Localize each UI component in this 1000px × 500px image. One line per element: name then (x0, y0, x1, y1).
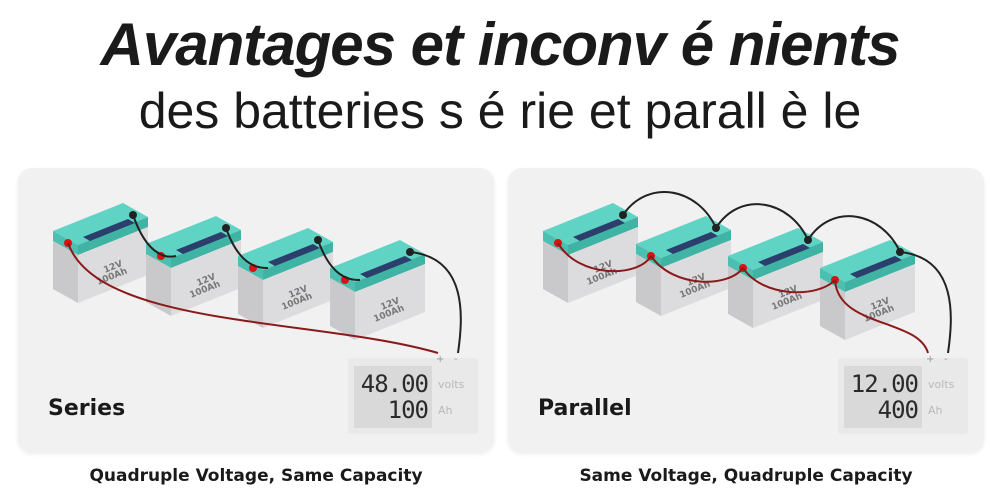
page-subtitle: des batteries s é rie et parall è le (138, 83, 862, 139)
meter-minus-terminal: - (944, 354, 948, 365)
meter-minus-terminal: - (454, 354, 458, 365)
meter-plus-terminal: + (926, 354, 935, 365)
parallel-label: Parallel (538, 396, 632, 421)
series-panel: 12V 100Ah + - 48.00 100 volts Ah Series (18, 168, 494, 452)
parallel-meter: + - 12.00 400 volts Ah (838, 354, 968, 434)
meter-voltage: 48.00 (360, 370, 429, 398)
series-caption: Quadruple Voltage, Same Capacity (89, 466, 423, 486)
series-battery-diagram: 12V 100Ah (53, 203, 462, 354)
voltage-unit: volts (928, 378, 955, 391)
capacity-unit: Ah (928, 404, 943, 417)
capacity-unit: Ah (438, 404, 453, 417)
parallel-panel: + - 12.00 400 volts Ah Parallel (508, 168, 984, 452)
meter-capacity: 100 (387, 396, 429, 424)
meter-display: 48.00 100 (354, 366, 432, 428)
parallel-battery-diagram (543, 191, 952, 354)
voltage-unit: volts (438, 378, 465, 391)
series-label: Series (48, 396, 126, 421)
meter-capacity: 400 (877, 396, 919, 424)
meter-display: 12.00 400 (844, 366, 922, 428)
meter-voltage: 12.00 (850, 370, 919, 398)
page-title: Avantages et inconv é nients (100, 11, 901, 78)
meter-plus-terminal: + (436, 354, 445, 365)
parallel-caption: Same Voltage, Quadruple Capacity (579, 466, 913, 486)
series-meter: + - 48.00 100 volts Ah (348, 354, 478, 434)
